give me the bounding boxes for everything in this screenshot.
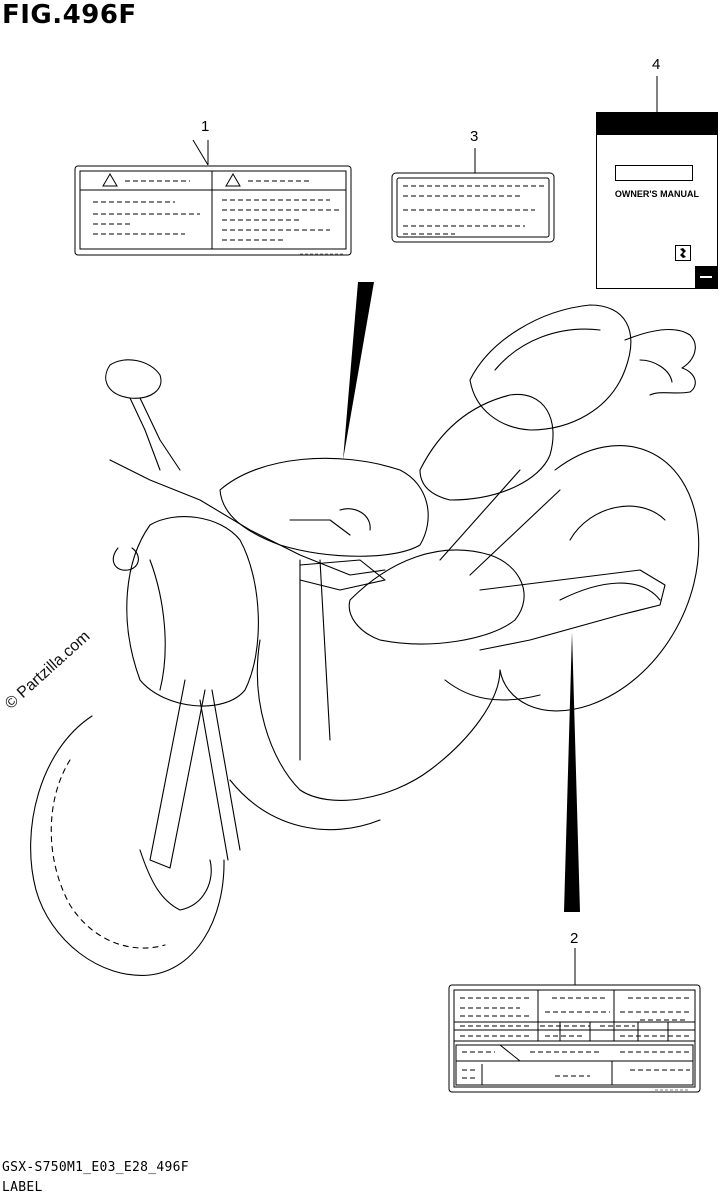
manual-corner-tab (695, 266, 717, 288)
figure-title: FIG.496F (2, 0, 137, 30)
callout-2: 2 (570, 930, 579, 947)
callout-3: 3 (470, 128, 479, 145)
diagram-code: GSX-S750M1_E03_E28_496F (2, 1160, 189, 1175)
leader-wedge-2 (564, 632, 580, 912)
manual-title-box (615, 165, 693, 181)
leader-wedge-1 (343, 282, 374, 460)
label-3-drawing (391, 148, 555, 243)
brand-logo-icon (675, 245, 691, 261)
motorcycle-outline (30, 304, 700, 976)
owners-manual: OWNER'S MANUAL (596, 112, 718, 289)
manual-header-band (597, 113, 717, 135)
manual-title: OWNER'S MANUAL (614, 189, 700, 199)
callout-4: 4 (652, 56, 661, 73)
section-label: LABEL (2, 1180, 43, 1195)
callout-1: 1 (201, 118, 210, 135)
label-2-drawing (448, 948, 701, 1093)
label-1-drawing (74, 139, 352, 256)
